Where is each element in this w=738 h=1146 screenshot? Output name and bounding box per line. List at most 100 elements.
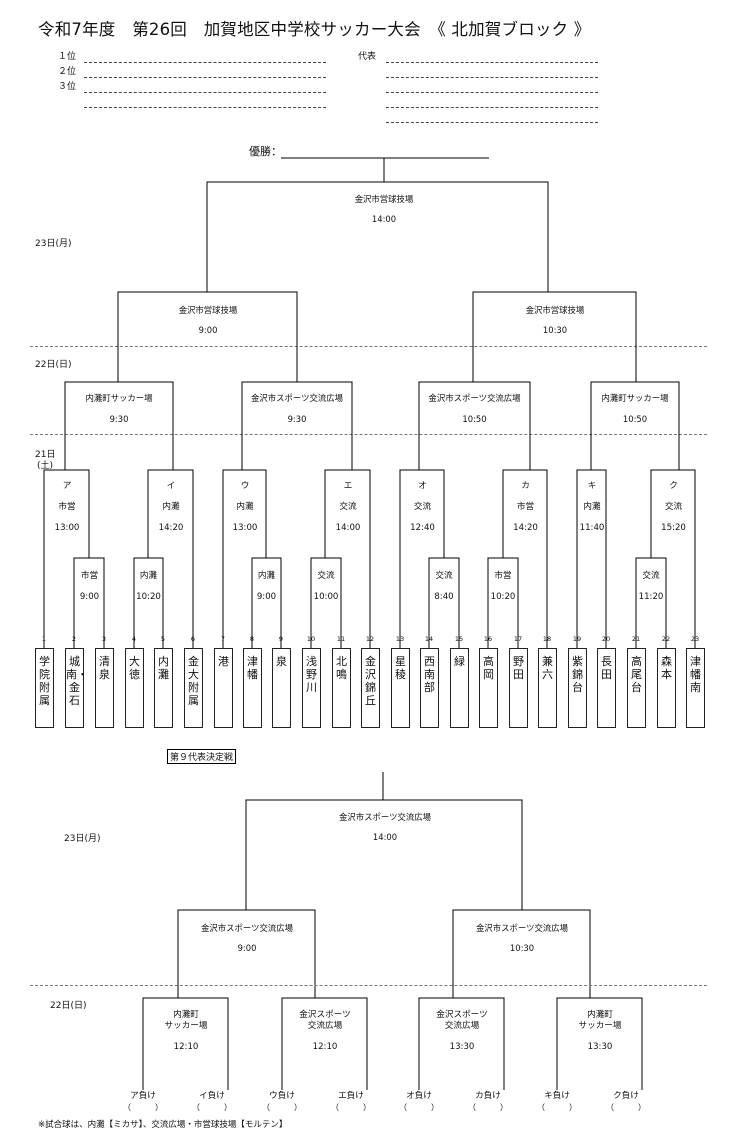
qf2-time: 9:30 (287, 414, 307, 424)
playoff-entrant: ウ負け（ ） (257, 1091, 307, 1113)
rep-line-4[interactable] (386, 107, 598, 108)
r2-letter: イ (166, 481, 176, 491)
playoff-entrant: ア負け （ ） (118, 1091, 168, 1113)
playoff-day-separator (30, 985, 707, 986)
team-number: 12 (365, 635, 375, 643)
team-number: 20 (601, 635, 611, 643)
playoff-qf-venue1: 内灘町 (173, 1010, 199, 1020)
playoff-entrant-blank[interactable]: （ ） (123, 1103, 163, 1112)
team-name-box: 西南部 (420, 648, 439, 728)
playoff-qf-venue1: 金沢スポーツ (299, 1010, 351, 1020)
r2-match-ka: カ 市営 14:20 (504, 481, 547, 534)
rank-4-line[interactable] (84, 107, 326, 108)
r1-match: 内灘 9:00 (252, 571, 281, 603)
rank-2-line[interactable] (84, 77, 326, 78)
r2-letter: キ (587, 481, 597, 491)
playoff-heading: 第９代表決定戦 (167, 749, 237, 764)
playoff-day-22: 22日(日) (50, 1001, 87, 1011)
playoff-qf-time: 13:30 (449, 1042, 475, 1052)
playoff-entrant-blank[interactable]: （ ） (399, 1103, 439, 1112)
playoff-entrant-blank[interactable]: （ ） (192, 1103, 232, 1112)
playoff-entrant-blank[interactable]: （ ） (468, 1103, 508, 1112)
playoff-qf-time: 13:30 (587, 1042, 613, 1052)
playoff-sf-right-time: 10:30 (509, 943, 535, 953)
sf-right-venue: 金沢市営球技場 (525, 305, 585, 315)
playoff-entrant-blank[interactable]: （ ） (537, 1103, 577, 1112)
playoff-qf-venue2: サッカー場 (164, 1021, 208, 1031)
team-number: 18 (542, 635, 552, 643)
r1-venue: 交流 (642, 571, 660, 581)
r1-time: 11:20 (638, 592, 664, 602)
r1-time: 10:20 (136, 592, 161, 602)
playoff-entrant: カ負け （ ） (463, 1091, 513, 1113)
day-separator (30, 346, 707, 347)
r2-time: 14:20 (513, 523, 538, 533)
final-time: 14:00 (371, 214, 397, 224)
team-name-box: 森本 (657, 648, 676, 728)
playoff-final-venue: 金沢市スポーツ交流広場 (339, 812, 431, 822)
champion-label: 優勝： (249, 145, 282, 158)
r1-venue: 交流 (317, 571, 335, 581)
playoff-entrant-label: エ負け (338, 1091, 364, 1101)
r2-match-ku: ク 交流 15:20 (652, 481, 695, 534)
r2-time: 13:00 (232, 523, 258, 533)
playoff-qf-venue2: サッカー場 (578, 1021, 622, 1031)
r1-time: 9:00 (79, 592, 100, 602)
team-name-box: 城南・金石 (65, 648, 88, 728)
playoff-entrant: エ負け （ ） (326, 1091, 376, 1113)
playoff-qf-venue2: 交流広場 (444, 1021, 480, 1031)
team-name-box: 金大附属 (184, 648, 203, 728)
playoff-sf-left-venue: 金沢市スポーツ交流広場 (201, 923, 293, 933)
r1-time: 10:20 (490, 592, 516, 602)
rank-1-line[interactable] (84, 62, 326, 63)
team-number: 11 (336, 635, 346, 643)
r2-match-u: ウ 内灘 13:00 (224, 481, 266, 534)
r2-match-ki: キ 内灘 11:40 (578, 481, 606, 534)
team-number: 19 (572, 635, 582, 643)
playoff-entrant-blank[interactable]: （ ） (262, 1103, 302, 1112)
team-number: 4 (131, 635, 137, 643)
playoff-entrant-label: カ負け (475, 1091, 501, 1101)
r2-time: 12:40 (410, 523, 435, 533)
rep-line-3[interactable] (386, 92, 598, 93)
team-name-box: 清泉 (95, 648, 114, 728)
rep-line-5[interactable] (386, 122, 598, 123)
rank-2-label: ２位 (58, 67, 77, 77)
playoff-entrant-label: ア負け (130, 1091, 156, 1101)
team-number: 7 (220, 635, 226, 643)
playoff-entrant: イ負け （ ） (187, 1091, 237, 1113)
r2-venue: 内灘 (583, 502, 601, 512)
day-23-label: 23日(月) (35, 239, 72, 249)
team-number: 3 (101, 635, 107, 643)
rep-line-1[interactable] (386, 62, 598, 63)
team-name-box: 内灘 (154, 648, 173, 728)
playoff-entrant-label: ク負け (613, 1091, 639, 1101)
playoff-entrant-blank[interactable]: （ ） (606, 1103, 646, 1112)
r1-venue: 交流 (435, 571, 453, 581)
playoff-entrant-blank[interactable]: （ ） (331, 1103, 371, 1112)
playoff-final-time: 14:00 (372, 832, 398, 842)
rep-line-2[interactable] (386, 77, 598, 78)
team-number: 15 (454, 635, 464, 643)
playoff-qf-venue2: 交流広場 (307, 1021, 343, 1031)
team-number: 8 (249, 635, 255, 643)
team-name-box: 泉 (272, 648, 291, 728)
team-name-box: 津幡 (243, 648, 262, 728)
r2-letter: ア (62, 481, 72, 491)
rank-3-line[interactable] (84, 92, 326, 93)
r2-venue: 市営 (58, 502, 76, 512)
qf1-venue: 内灘町サッカー場 (85, 393, 153, 403)
playoff-qf-time: 12:10 (312, 1042, 338, 1052)
team-name-box: 高尾台 (627, 648, 646, 728)
playoff-qf: 内灘町 サッカー場 13:30 (558, 1010, 642, 1053)
playoff-entrant-label: イ負け (199, 1091, 225, 1101)
r2-letter: ク (669, 481, 678, 491)
playoff-sf-right-venue: 金沢市スポーツ交流広場 (476, 923, 568, 933)
playoff-sf-left-time: 9:00 (237, 943, 257, 953)
final-venue: 金沢市営球技場 (354, 194, 414, 204)
r2-venue: 市営 (516, 502, 535, 512)
r2-match-i: イ 内灘 14:20 (149, 481, 193, 534)
team-number: 1 (41, 635, 47, 643)
sf-right-time: 10:30 (542, 325, 568, 335)
